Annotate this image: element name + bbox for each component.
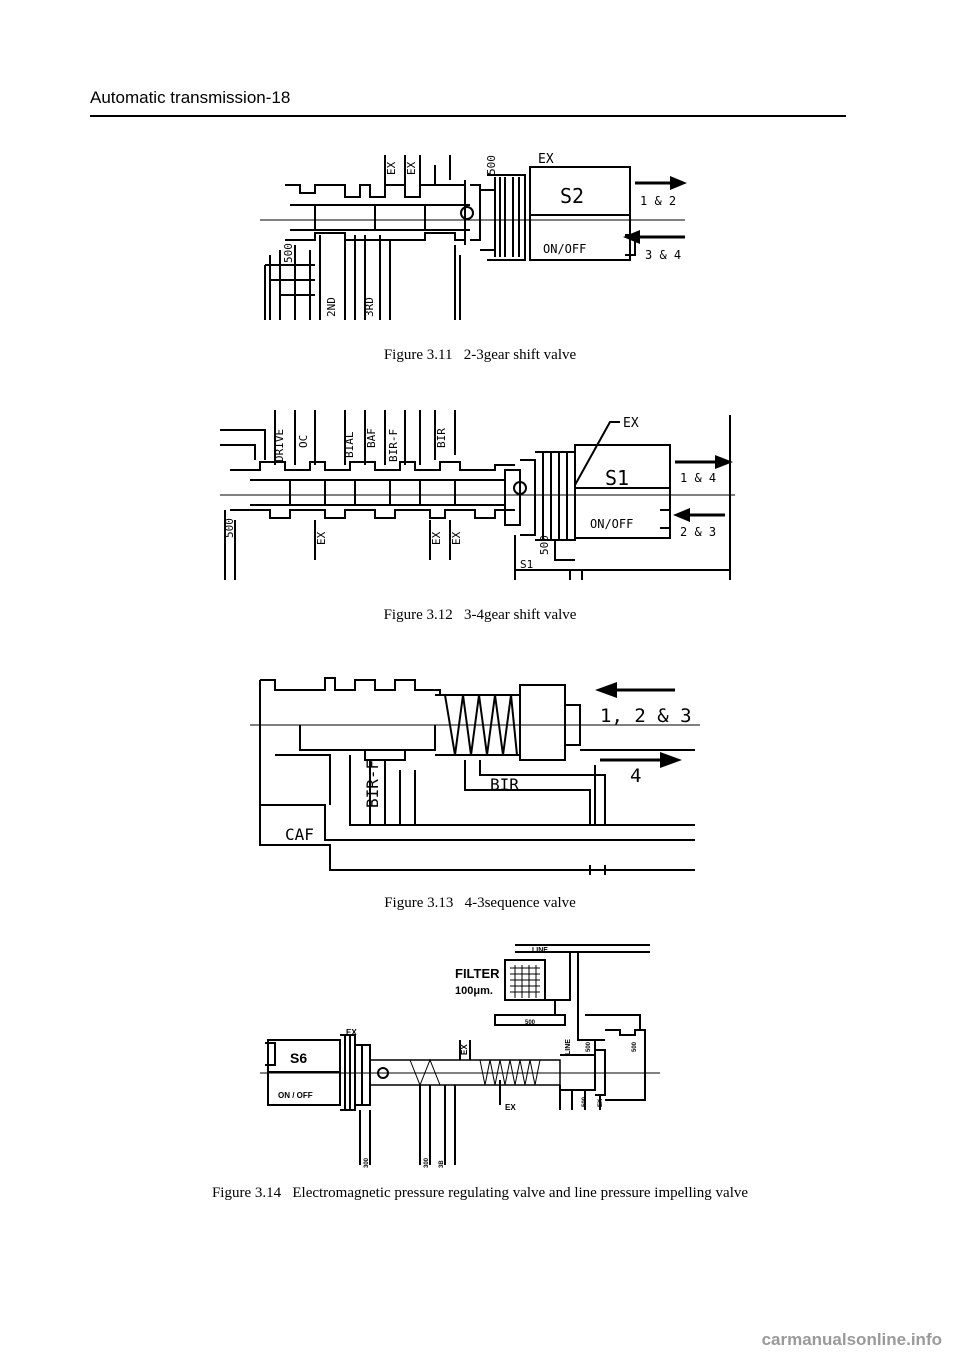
micron-label: 100μm. (455, 985, 493, 997)
ex-right-label: EX (598, 1099, 604, 1107)
p3b-label: 3B (439, 1160, 445, 1168)
p500-b-label: 500 (538, 535, 551, 555)
figure-4-3-sequence-valve: 1, 2 & 3 4 BIR CAF BIR-F (250, 677, 700, 875)
p500-top-label: 500 (485, 155, 498, 175)
figure-3-12-caption: Figure 3.12 3-4gear shift valve (383, 607, 577, 623)
onoff-label: ON/OFF (590, 517, 633, 531)
2nd-label: 2ND (325, 297, 338, 317)
ex-b3-label: EX (450, 531, 463, 545)
caf-label: CAF (285, 825, 314, 844)
ex-bottom-label: EX (505, 1103, 516, 1112)
in-label: 1, 2 & 3 (600, 705, 692, 727)
in-label: 2 & 3 (680, 525, 716, 539)
onoff-label: ON/OFF (543, 242, 586, 256)
p500-left-label: 500 (282, 243, 295, 263)
ex-b2-label: EX (430, 531, 443, 545)
ex-mid-label: EX (460, 1044, 469, 1055)
out-label: 4 (630, 765, 641, 787)
birf-label: BIR-F (363, 760, 382, 808)
figure-pressure-regulating-valve: S6 ON / OFF EX FILTER 100μm. LINE 500 EX… (260, 944, 660, 1168)
figure-3-4-shift-valve: S1 EX ON/OFF 1 & 4 2 & 3 S1 DRIVE OC BIA… (220, 410, 735, 580)
filter-label: FILTER (455, 966, 500, 981)
birf-label: BIR-F (387, 429, 400, 462)
baf-label: BAF (365, 428, 378, 448)
figure-2-3-shift-valve: S2 EX ON/OFF 1 & 2 3 & 4 EX EX 500 500 2… (260, 152, 687, 320)
in-label: 3 & 4 (645, 248, 681, 262)
s6-label: S6 (290, 1050, 307, 1066)
bial-label: BIAL (343, 431, 356, 458)
drive-label: DRIVE (273, 429, 286, 462)
p300-a-label: 300 (364, 1157, 370, 1168)
figure-3-14-caption: Figure 3.14 Electromagnetic pressure reg… (211, 1185, 749, 1201)
ex-left-label: EX (346, 1028, 357, 1037)
page-header: Automatic transmission-18 (90, 88, 291, 107)
p500-label: 500 (223, 518, 236, 538)
out-label: 1 & 4 (680, 471, 716, 485)
oc-label: OC (297, 435, 310, 448)
line-mid-label: LINE (565, 1039, 572, 1055)
bir-label: BIR (490, 775, 519, 794)
ex2-label: EX (405, 161, 418, 175)
bir-label: BIR (435, 428, 448, 448)
line-top-label: LINE (532, 947, 548, 954)
figure-3-11-caption: Figure 3.11 2-3gear shift valve (383, 347, 577, 363)
p500-b-label: 500 (586, 1041, 592, 1052)
header-rule (90, 115, 846, 117)
3rd-label: 3RD (363, 297, 376, 317)
p500-a-label: 500 (525, 1020, 536, 1026)
figure-3-13-caption: Figure 3.13 4-3sequence valve (384, 895, 576, 911)
watermark: carmanualsonline.info (761, 1330, 942, 1349)
s2-label: S2 (560, 184, 584, 208)
p500-d-label: 500 (582, 1096, 588, 1107)
out-label: 1 & 2 (640, 194, 676, 208)
p300-b-label: 300 (424, 1157, 430, 1168)
ex-b1-label: EX (315, 531, 328, 545)
p500-c-label: 500 (632, 1041, 638, 1052)
ex-top-label: EX (623, 416, 639, 431)
onoff-label: ON / OFF (278, 1091, 313, 1100)
ex-top-label: EX (538, 152, 554, 167)
s1-line-label: S1 (520, 558, 533, 571)
s1-label: S1 (605, 466, 629, 490)
ex1-label: EX (385, 161, 398, 175)
